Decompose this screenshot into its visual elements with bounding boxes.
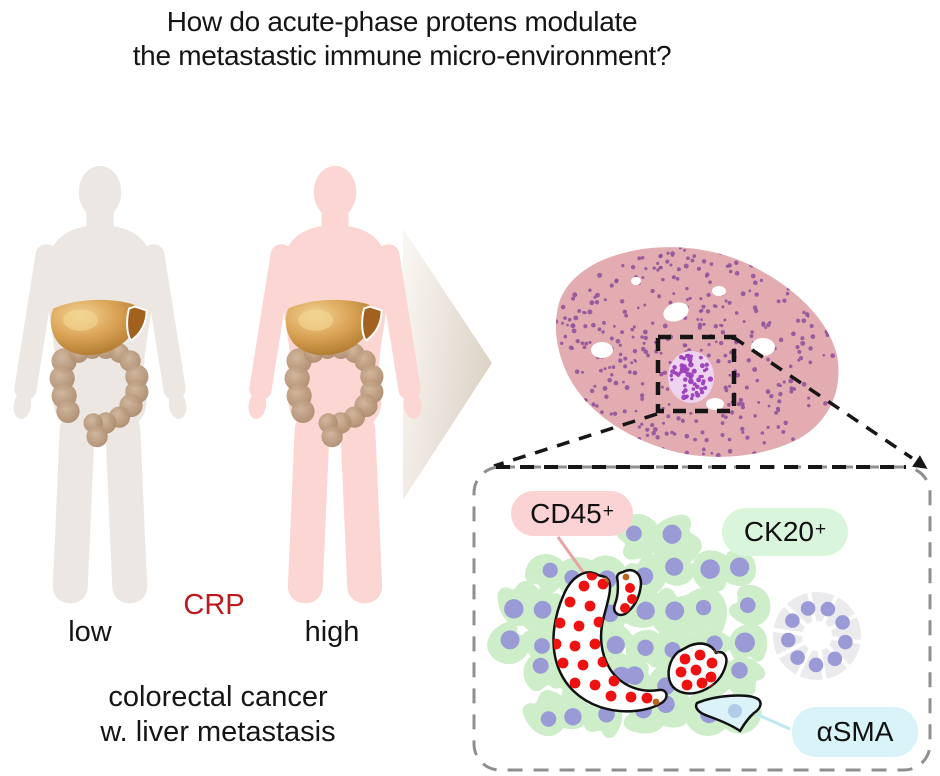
body-silhouette-low bbox=[9, 165, 191, 604]
tissue-section-illustration bbox=[555, 247, 839, 457]
asma-label-text: αSMA bbox=[816, 716, 894, 747]
inset-panel-border bbox=[472, 465, 932, 772]
progression-arrow-icon bbox=[403, 229, 492, 500]
metastasis-roi-box bbox=[655, 334, 737, 414]
ck20-label-chip: CK20+ bbox=[722, 508, 848, 556]
figure-title-line2: the metastastic immune micro-environment… bbox=[132, 40, 672, 71]
leader-arrowhead-icon bbox=[912, 455, 928, 469]
cd45-label-sup: + bbox=[602, 500, 614, 522]
vessel-ring-illustration bbox=[771, 590, 863, 682]
ck20-label-text: CK20 bbox=[743, 516, 814, 547]
cohort-caption-line1: colorectal cancer bbox=[108, 681, 328, 713]
asma-fibroblast bbox=[694, 694, 762, 733]
cohort-caption: colorectal cancer w. liver metastasis bbox=[57, 680, 379, 750]
body-silhouette-high bbox=[244, 165, 426, 604]
ck20-label-sup: + bbox=[814, 519, 827, 540]
high-label: high bbox=[304, 616, 360, 648]
asma-label-chip: αSMA bbox=[792, 707, 918, 757]
roi-leader-lines bbox=[493, 335, 913, 468]
figure-title: How do acute-phase protens modulate the … bbox=[17, 5, 787, 73]
cohort-caption-line2: w. liver metastasis bbox=[100, 716, 336, 748]
crp-label: CRP bbox=[183, 589, 245, 621]
asma-leader-line bbox=[755, 712, 791, 731]
figure-title-line1: How do acute-phase protens modulate bbox=[166, 6, 638, 37]
cd45-label-chip: CD45+ bbox=[511, 491, 633, 536]
low-label: low bbox=[68, 616, 112, 648]
cd45-label-text: CD45 bbox=[530, 497, 602, 529]
tissue-vessel-holes bbox=[591, 277, 775, 410]
